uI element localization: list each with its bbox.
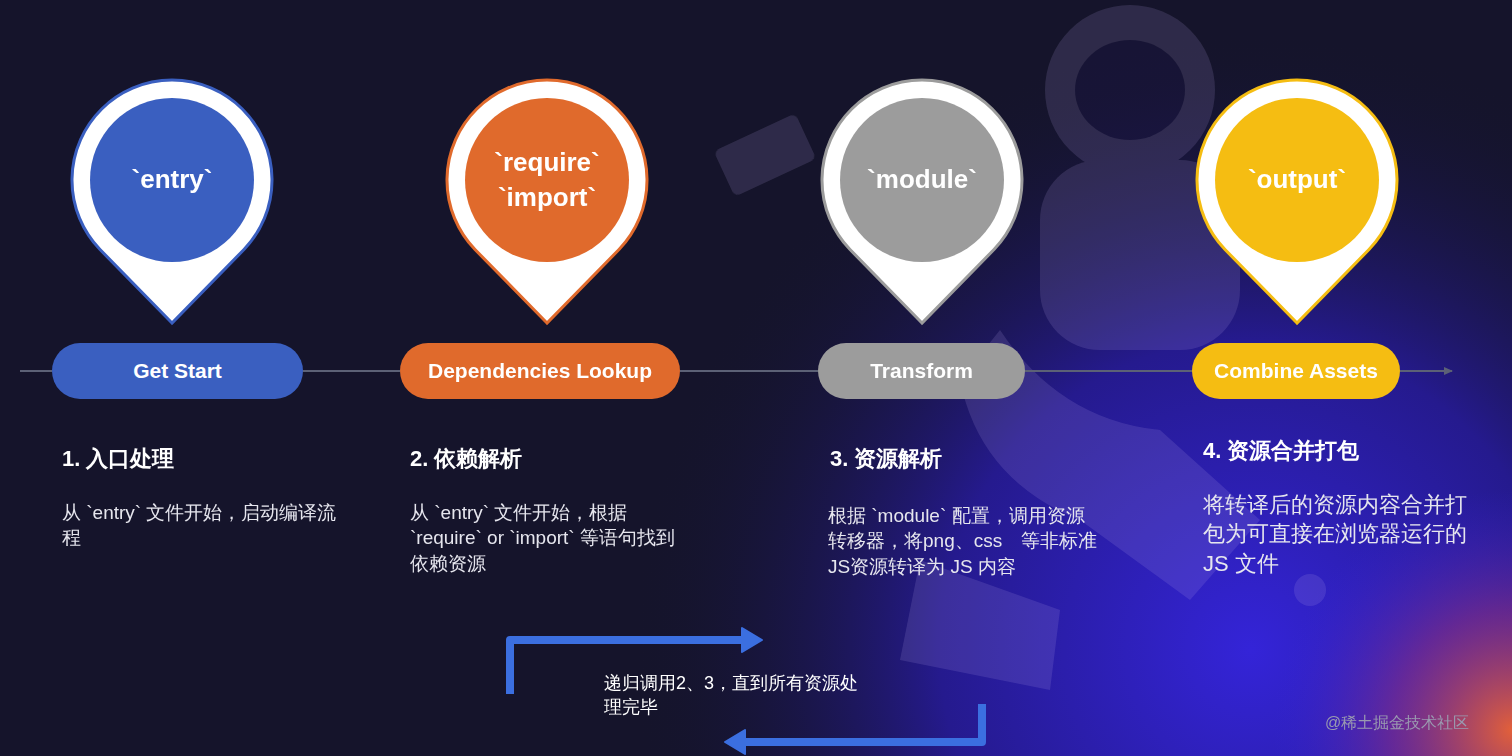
pin-label: `require` `import`: [467, 100, 627, 260]
stage-name: Dependencies Lookup: [428, 359, 652, 383]
stage-name: Transform: [870, 359, 973, 383]
note-text: 递归调用2、3，直到所有资源处理完毕: [604, 672, 874, 720]
step-heading: 1. 入口处理: [62, 444, 362, 474]
note-text: 从 `entry` 文件开始，启动编译流程: [62, 500, 337, 551]
map-pin: `entry`: [68, 76, 276, 326]
map-pin: `require` `import`: [443, 76, 651, 326]
recursion-arrow: [745, 704, 982, 742]
stage-pill: Combine Assets: [1192, 343, 1400, 399]
pin-label: `entry`: [92, 100, 252, 260]
timeline-connector: [1025, 370, 1192, 372]
timeline-line: [1400, 370, 1452, 372]
stage-pill: Transform: [818, 343, 1025, 399]
step-heading: 4. 资源合并打包: [1203, 436, 1503, 466]
step-heading: 3. 资源解析: [830, 444, 1130, 474]
note-text: 将转译后的资源内容合并打包为可直接在浏览器运行的 JS 文件: [1203, 490, 1475, 578]
note-text: 根据 `module` 配置，调用资源转移器，将png、css 等非标准JS资源…: [828, 503, 1103, 579]
note-text: @稀土掘金技术社区: [1325, 712, 1505, 733]
pin-shape: [1193, 76, 1401, 326]
step-heading: 2. 依赖解析: [410, 444, 710, 474]
recursion-arrows: [510, 628, 982, 754]
map-pin: `output`: [1193, 76, 1401, 326]
arrow-head: [725, 730, 745, 754]
pin-label: `module`: [842, 100, 1002, 260]
pin-shape: [818, 76, 1026, 326]
pin-shape: [68, 76, 276, 326]
stage-pill: Dependencies Lookup: [400, 343, 680, 399]
timeline-connector: [303, 370, 400, 372]
stage-name: Get Start: [133, 359, 222, 383]
arrow-head: [742, 628, 762, 652]
stage-name: Combine Assets: [1214, 359, 1378, 383]
timeline-connector: [680, 370, 818, 372]
pin-label: `output`: [1217, 100, 1377, 260]
timeline-line: [20, 370, 52, 372]
note-text: 从 `entry` 文件开始，根据 `require` or `import` …: [410, 500, 685, 576]
stage-pill: Get Start: [52, 343, 303, 399]
map-pin: `module`: [818, 76, 1026, 326]
